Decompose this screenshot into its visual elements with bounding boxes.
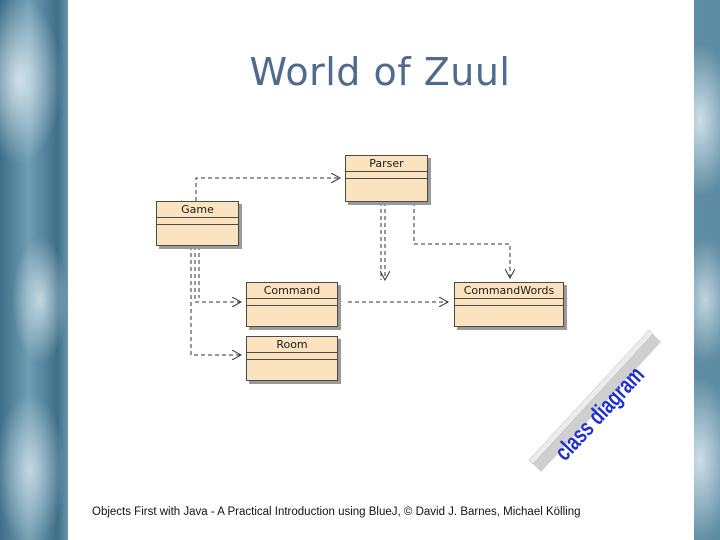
stamp-text: class diagram [550,361,650,466]
class-name: Command [247,283,337,299]
class-room[interactable]: Room [246,336,338,381]
class-command[interactable]: Command [246,282,338,327]
class-game[interactable]: Game [156,201,239,246]
arrow-game-parser [195,178,340,201]
class-diagram-stamp: class diagram [528,330,661,472]
arrow-parser-commandwords [413,202,510,278]
arrow-game-command [194,246,241,302]
slide-sheet [68,0,694,540]
slide-footer: Objects First with Java - A Practical In… [92,506,581,518]
class-name: CommandWords [455,283,563,299]
class-name: Game [157,202,238,218]
arrow-game-room [190,246,241,355]
class-commandwords[interactable]: CommandWords [454,282,564,327]
slide-title: World of Zuul [249,50,511,94]
class-name: Parser [346,156,427,172]
class-name: Room [247,337,337,353]
class-parser[interactable]: Parser [345,155,428,202]
